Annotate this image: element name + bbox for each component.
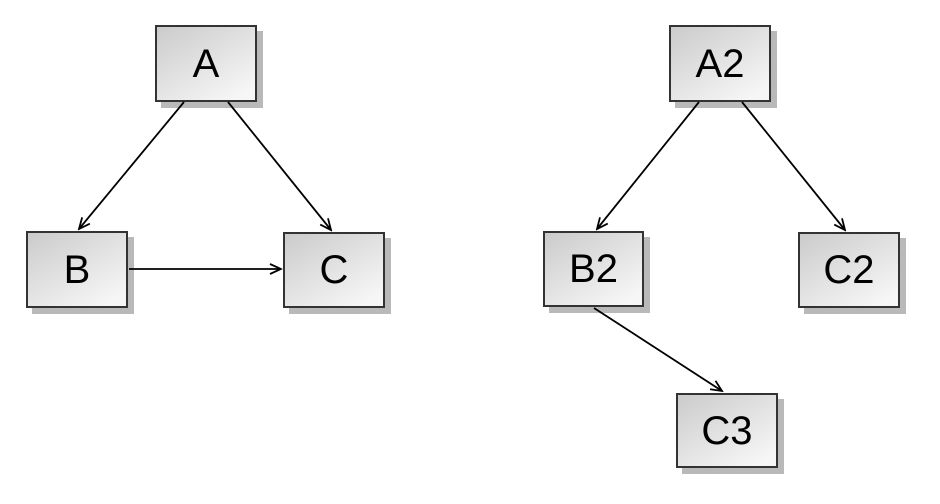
node-label-b: B	[63, 247, 91, 292]
diagram-node-c2: C2	[798, 232, 900, 308]
node-label-c2: C2	[823, 248, 875, 292]
edge-a2-to-b2	[597, 101, 700, 229]
node-label-a: A	[192, 41, 220, 86]
diagram-node-b: B	[26, 231, 128, 308]
diagram-node-a: A	[155, 25, 257, 102]
node-label-c: C	[319, 248, 349, 292]
edge-b2-to-c3	[593, 307, 722, 391]
diagram-node-b2: B2	[543, 231, 644, 307]
node-label-b2: B2	[569, 247, 618, 291]
edge-a2-to-c2	[741, 101, 845, 230]
node-label-c3: C3	[701, 408, 753, 453]
edge-a-to-c	[227, 101, 331, 230]
edge-a-to-b	[79, 101, 185, 229]
diagram-node-c: C	[283, 232, 385, 308]
diagram-node-c3: C3	[676, 393, 778, 468]
diagram-node-a2: A2	[669, 25, 771, 102]
node-label-a2: A2	[695, 41, 745, 86]
